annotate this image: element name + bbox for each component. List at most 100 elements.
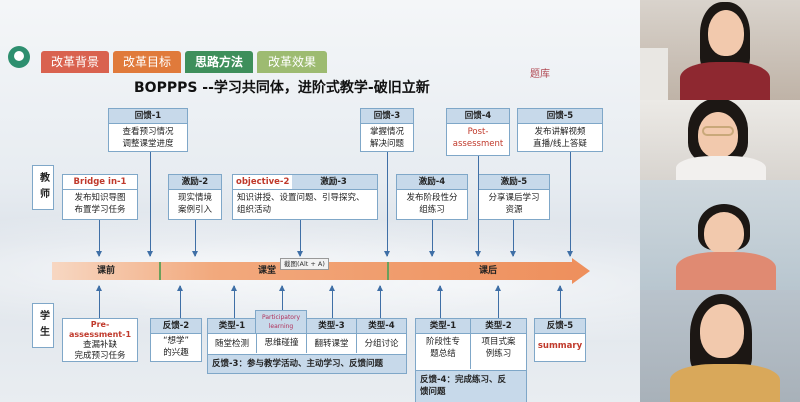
arrow-up bbox=[437, 285, 443, 318]
timeline-arrow bbox=[52, 258, 590, 284]
arrow-up bbox=[231, 285, 237, 318]
participant-face bbox=[704, 212, 744, 254]
box-header: 回馈-1 bbox=[109, 109, 187, 124]
type4-box: 类型-4 分组讨论 bbox=[357, 319, 406, 353]
arrow-down bbox=[429, 220, 435, 257]
box-header: 类型-3 bbox=[307, 319, 356, 334]
feedback2-box: 反馈-2 “想学” 的兴趣 bbox=[150, 318, 202, 362]
arrow-down bbox=[384, 152, 390, 257]
box-text: 思维碰撞 bbox=[264, 338, 299, 348]
box-header: Pre- assessment-1 bbox=[68, 320, 132, 339]
box-header: 回馈-4 bbox=[447, 109, 509, 124]
arrow-up bbox=[177, 285, 183, 318]
box-text: 阶段性专 题总结 bbox=[425, 337, 460, 359]
tab-background[interactable]: 改革背景 bbox=[41, 51, 109, 73]
motivate4-box: 激励-4 发布阶段性分 组练习 bbox=[396, 174, 468, 220]
timeline-post-class: 课后 bbox=[478, 266, 497, 276]
arrow-up bbox=[557, 285, 563, 318]
feedback5-box: 回馈-5 发布讲解视频 直播/线上答疑 bbox=[517, 108, 603, 152]
post-type1-box: 类型-1 阶段性专 题总结 bbox=[416, 319, 471, 369]
slide-title: BOPPPS --学习共同体，进阶式教学-破旧立新 bbox=[134, 80, 430, 96]
arrow-down bbox=[96, 220, 102, 257]
box-text: 查漏补缺 完成预习任务 bbox=[74, 340, 126, 361]
video-tile-1[interactable] bbox=[640, 0, 800, 100]
box-text: 分组讨论 bbox=[364, 339, 399, 349]
feedback3-box: 回馈-3 掌握情况 解决问题 bbox=[360, 108, 414, 152]
box-text: 掌握情况 解决问题 bbox=[369, 127, 404, 149]
box-header: 反馈-5 bbox=[535, 319, 585, 334]
participatory-learning-label: Participatory learning bbox=[255, 310, 307, 334]
student-label: 学生 bbox=[32, 303, 54, 348]
background-object bbox=[640, 48, 668, 100]
tab-effect[interactable]: 改革效果 bbox=[257, 51, 327, 73]
app-logo bbox=[8, 46, 30, 68]
participant-body bbox=[676, 252, 776, 290]
feedback1-box: 回馈-1 查看预习情况 调整课堂进度 bbox=[108, 108, 188, 152]
box-header: 类型-4 bbox=[357, 319, 406, 334]
glasses bbox=[702, 126, 734, 136]
tab-label: 思路方法 bbox=[194, 55, 243, 69]
arrow-up bbox=[329, 285, 335, 318]
arrow-down bbox=[297, 220, 303, 257]
slide: 改革背景 改革目标 思路方法 改革效果 BOPPPS --学习共同体，进阶式教学… bbox=[0, 0, 640, 402]
feedback3-text: 反馈-3：参与教学活动、主动学习、反馈问题 bbox=[208, 354, 406, 373]
arrow-up bbox=[96, 285, 102, 318]
box-header: 类型-2 bbox=[471, 319, 526, 334]
tab-goal[interactable]: 改革目标 bbox=[113, 51, 181, 73]
motivate3-label: 激励-3 bbox=[320, 177, 347, 187]
participant-body bbox=[676, 156, 766, 180]
box-text: 分享课后学习 资源 bbox=[488, 193, 540, 215]
timeline-in-class: 课堂 bbox=[258, 266, 277, 276]
box-header: objective-2 激励-3 bbox=[233, 175, 377, 190]
box-text: 随堂检测 bbox=[214, 339, 249, 349]
question-bank-link[interactable]: 题库 bbox=[530, 69, 550, 80]
box-header: 激励-4 bbox=[397, 175, 467, 190]
motivate2-box: 激励-2 现实情境 案例引入 bbox=[168, 174, 222, 220]
video-tile-2[interactable] bbox=[640, 100, 800, 180]
arrow-up bbox=[279, 285, 285, 310]
box-header: 激励-5 bbox=[479, 175, 549, 190]
pre-assessment-box: Pre- assessment-1 查漏补缺 完成预习任务 bbox=[62, 318, 138, 362]
arrow-up bbox=[377, 285, 383, 318]
teacher-label: 教师 bbox=[32, 165, 54, 210]
arrow-down bbox=[475, 156, 481, 257]
type3-box: 类型-3 翻转课堂 bbox=[307, 319, 357, 353]
think-collide-box: 思维碰撞 bbox=[257, 334, 307, 353]
box-text: 项目式案 例练习 bbox=[481, 337, 516, 359]
type1-box: 类型-1 随堂检测 bbox=[208, 319, 257, 353]
box-text: 知识讲授、设置问题、引导探究、 组织活动 bbox=[237, 193, 365, 215]
arrow-down bbox=[147, 152, 153, 257]
box-text: 发布阶段性分 组练习 bbox=[406, 193, 458, 215]
objective-label: objective-2 bbox=[233, 175, 293, 189]
timeline-pre-class: 课前 bbox=[96, 266, 115, 276]
box-text: summary bbox=[537, 341, 583, 351]
participant-face bbox=[708, 10, 744, 56]
arrow-down bbox=[510, 220, 516, 257]
feedback4-box: 回馈-4 Post- assessment bbox=[446, 108, 510, 156]
tab-method[interactable]: 思路方法 bbox=[185, 51, 253, 73]
box-text: 翻转课堂 bbox=[314, 339, 349, 349]
objective-box: objective-2 激励-3 知识讲授、设置问题、引导探究、 组织活动 bbox=[232, 174, 378, 220]
box-text: 现实情境 案例引入 bbox=[177, 193, 212, 215]
video-tile-3[interactable] bbox=[640, 180, 800, 290]
bridge-in-box: Bridge in-1 发布知识导图 布置学习任务 bbox=[62, 174, 138, 220]
screenshot-tooltip: 截图(Alt + A) bbox=[280, 258, 329, 270]
box-header: 激励-2 bbox=[169, 175, 221, 190]
arrow-up bbox=[495, 285, 501, 318]
box-text: 查看预习情况 调整课堂进度 bbox=[122, 127, 174, 149]
motivate5-box: 激励-5 分享课后学习 资源 bbox=[478, 174, 550, 220]
tab-label: 改革效果 bbox=[267, 55, 316, 69]
tab-label: 改革目标 bbox=[122, 55, 171, 69]
participant-face bbox=[700, 304, 744, 358]
box-text: 发布讲解视频 直播/线上答疑 bbox=[533, 127, 587, 149]
tab-label: 改革背景 bbox=[50, 55, 99, 69]
box-header: Bridge in-1 bbox=[63, 175, 137, 190]
video-tile-4[interactable] bbox=[640, 290, 800, 402]
participant-body bbox=[680, 62, 770, 100]
box-header: 回馈-3 bbox=[361, 109, 413, 124]
box-text: “想学” 的兴趣 bbox=[163, 336, 189, 358]
feedback4-text: 反馈-4：完成练习、反 馈问题 bbox=[416, 370, 526, 402]
box-text: 发布知识导图 布置学习任务 bbox=[74, 193, 126, 215]
arrow-down bbox=[192, 220, 198, 257]
participant-body bbox=[670, 364, 780, 402]
